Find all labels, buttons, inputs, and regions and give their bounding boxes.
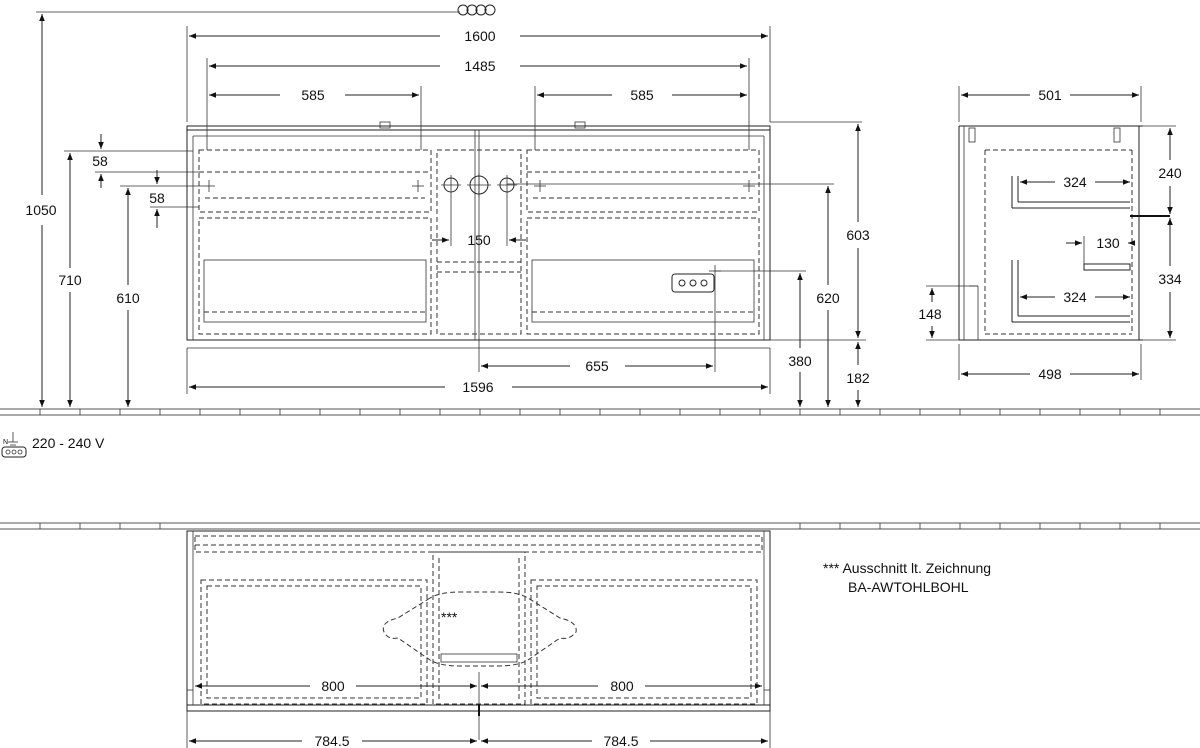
dimension-labels-plan: 800 800 784.5 784.5: [314, 678, 638, 748]
dim-1600: 1600: [464, 28, 495, 44]
tap-hole-icon: [441, 175, 461, 195]
dim-585-right: 585: [630, 87, 654, 103]
dimension-labels-front: 1600 1485 585 585 58 58 1050 710 610 150…: [25, 28, 869, 395]
dim-498: 498: [1038, 366, 1062, 382]
dim-800-left: 800: [321, 678, 345, 694]
dim-585-left: 585: [301, 87, 325, 103]
dim-240: 240: [1158, 165, 1182, 181]
dimension-lines-side: [926, 86, 1176, 380]
dim-182: 182: [846, 370, 870, 386]
dim-710: 710: [58, 272, 82, 288]
dim-620: 620: [816, 290, 840, 306]
dim-334: 334: [1158, 271, 1182, 287]
dimension-lines-front: [36, 11, 866, 407]
dim-784-5-left: 784.5: [314, 733, 349, 748]
dim-324-top: 324: [1063, 174, 1087, 190]
cutout-note-line-2: BA-AWTOHLBOHL: [848, 579, 969, 595]
dim-58-bottom: 58: [149, 190, 165, 206]
svg-text:N: N: [3, 439, 8, 446]
wall-line-plan-view: [0, 522, 1200, 530]
dim-148: 148: [918, 306, 942, 322]
floor-line-front-view: [0, 408, 1200, 416]
front-view-cabinet: [186, 121, 771, 349]
dim-603: 603: [846, 227, 870, 243]
dim-610: 610: [116, 290, 140, 306]
cutout-note: *** Ausschnitt lt. Zeichnung BA-AWTOHLBO…: [823, 560, 991, 595]
dim-130: 130: [1096, 235, 1120, 251]
dim-1050: 1050: [25, 202, 56, 218]
socket-icon: N: [1, 432, 27, 458]
dim-58-top: 58: [92, 153, 108, 169]
dim-1485: 1485: [464, 58, 495, 74]
dim-380: 380: [788, 353, 812, 369]
cutout-marker: ***: [441, 609, 458, 625]
tap-hole-icon: [467, 173, 491, 197]
dimension-labels-side: 501 498 324 324 130 240 334 148: [918, 87, 1182, 382]
basin-cutout-outline: [382, 591, 577, 667]
dim-1596: 1596: [462, 379, 493, 395]
dim-501: 501: [1038, 87, 1062, 103]
dim-784-5-right: 784.5: [603, 733, 638, 748]
electrical-supply: N 220 - 240 V: [1, 432, 105, 458]
brand-rings-icon: [457, 4, 496, 16]
dim-324-bottom: 324: [1063, 289, 1087, 305]
plan-view-cabinet: ***: [186, 530, 771, 740]
side-view-cabinet: [958, 125, 1170, 341]
dim-800-right: 800: [610, 678, 634, 694]
tap-hole-icon: [497, 175, 517, 195]
voltage-label: 220 - 240 V: [32, 435, 105, 451]
cutout-note-line-1: *** Ausschnitt lt. Zeichnung: [823, 560, 991, 576]
power-socket-icon: [671, 265, 721, 293]
dim-150: 150: [467, 232, 491, 248]
dimension-lines-plan: [186, 683, 771, 748]
dim-655: 655: [585, 358, 609, 374]
